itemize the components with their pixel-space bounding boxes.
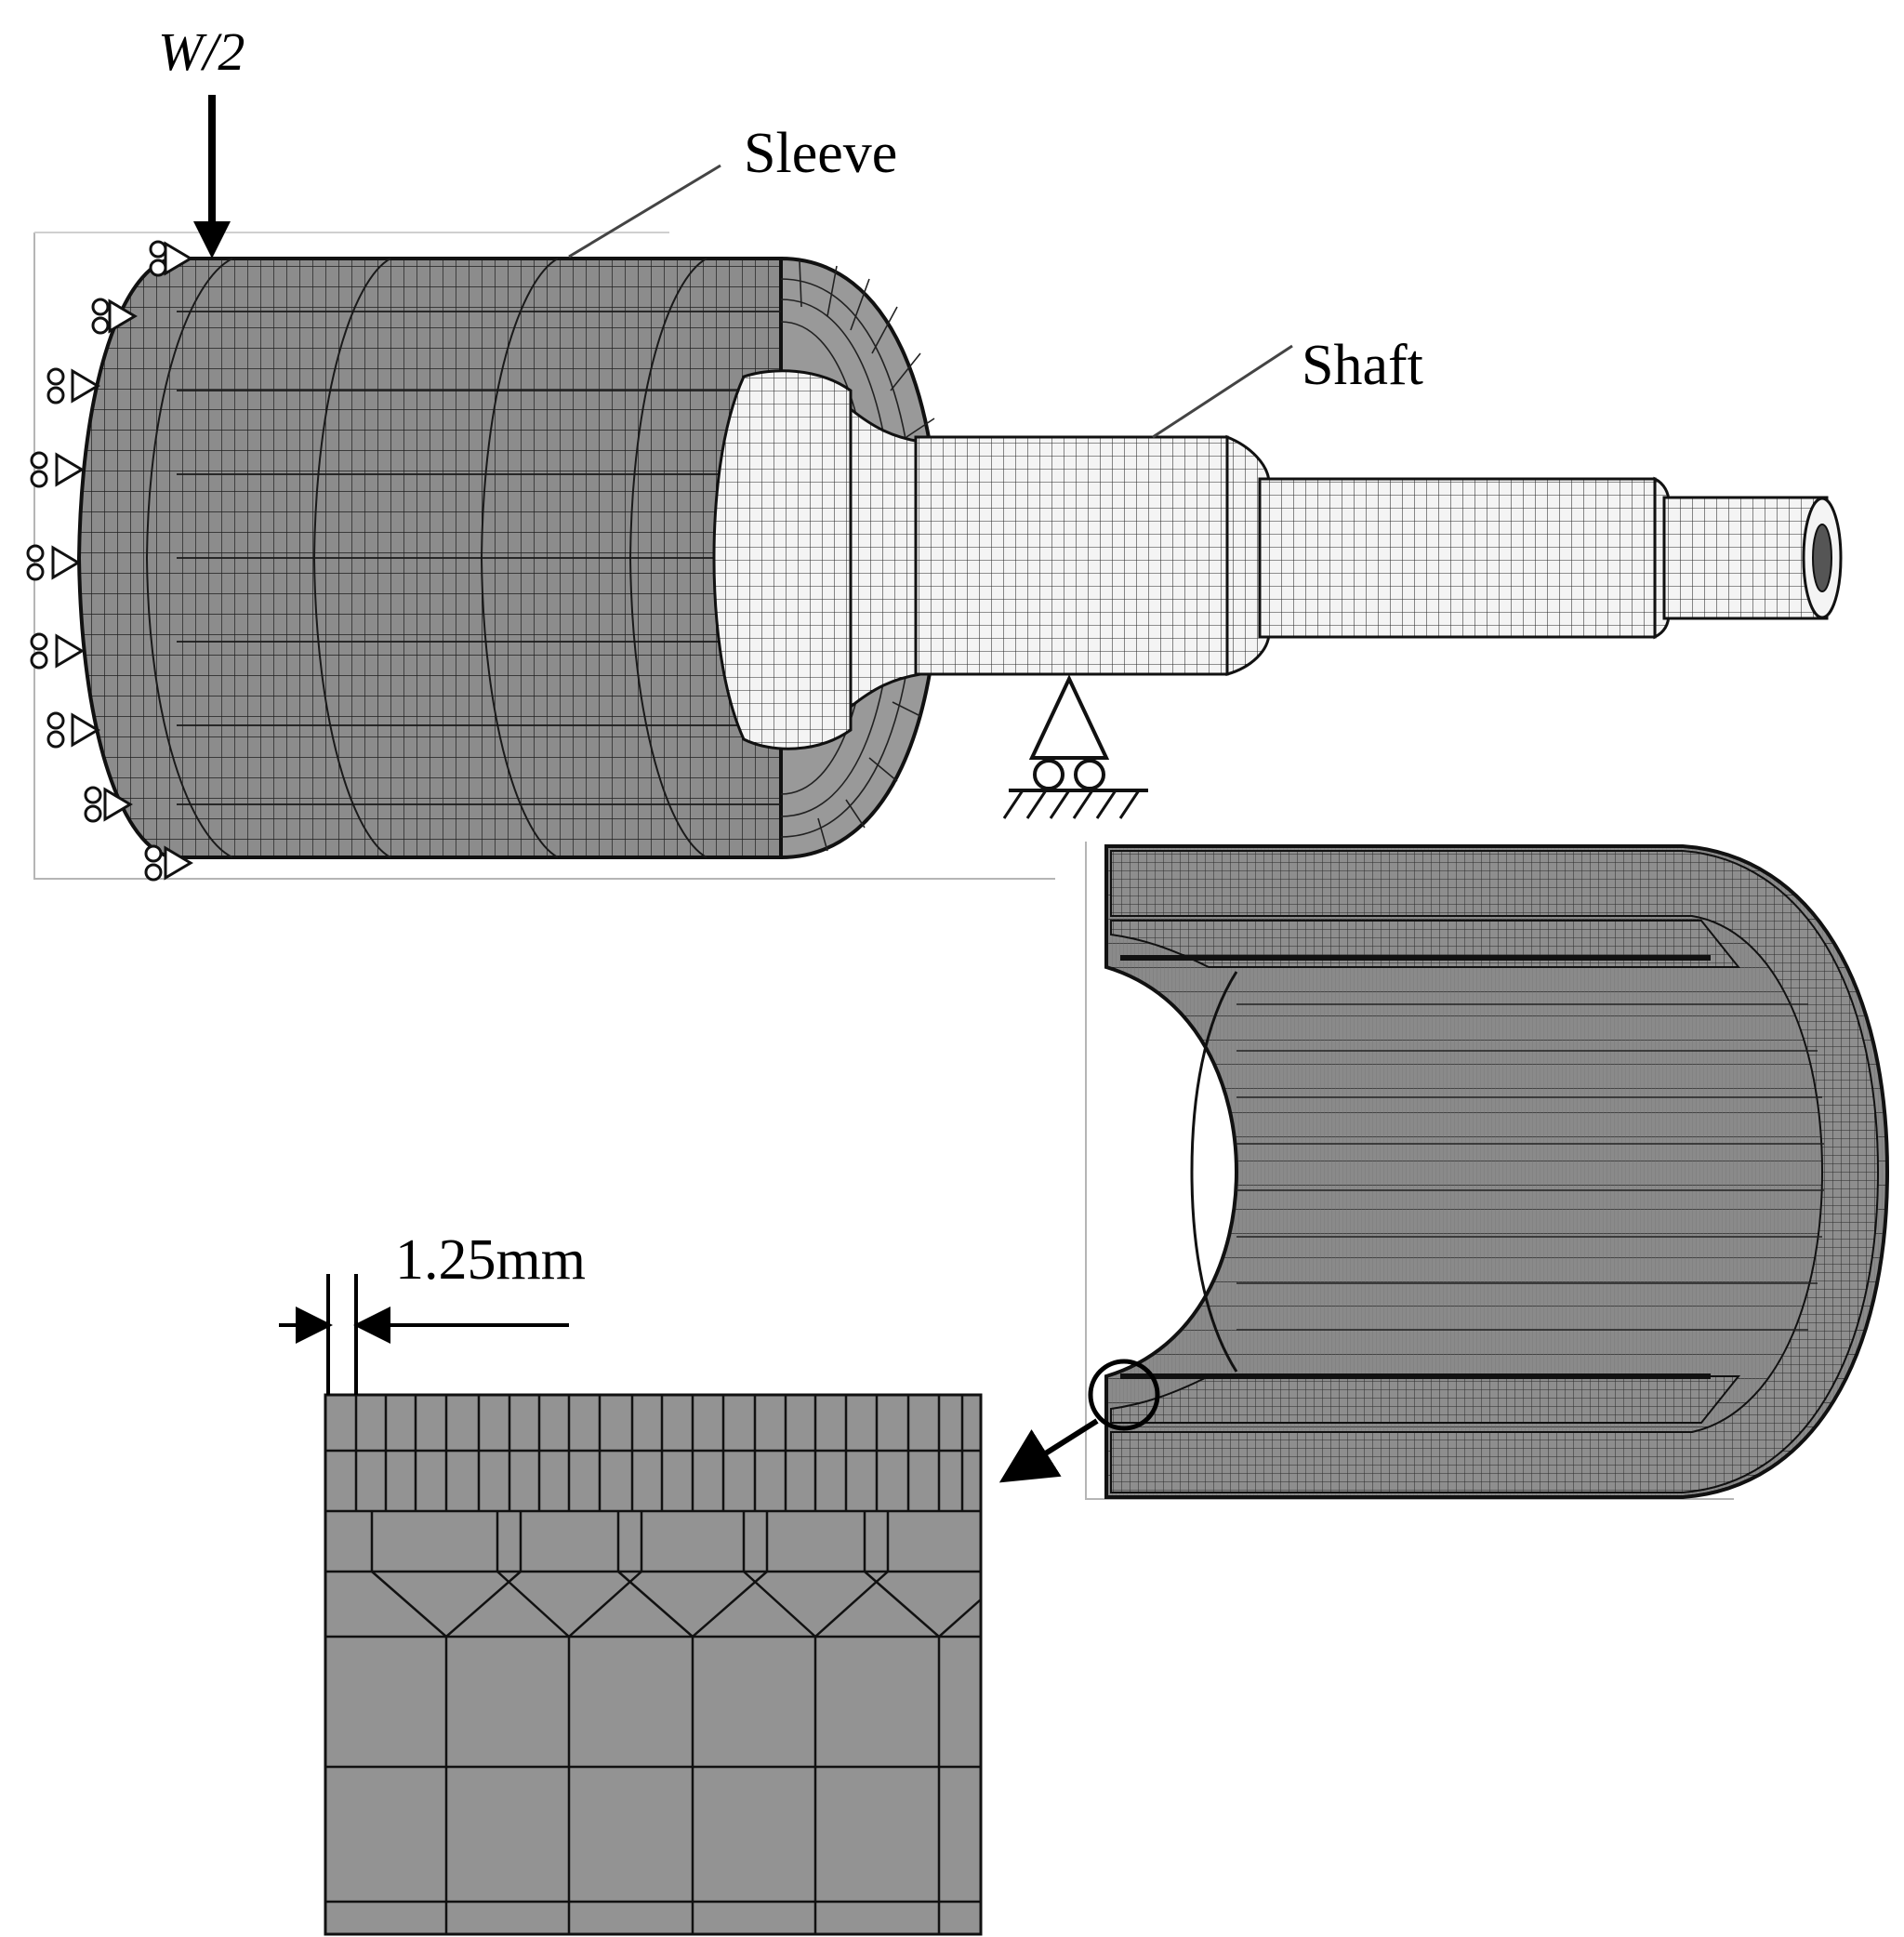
roller-supports-left	[26, 240, 193, 882]
roller-support-icon	[30, 451, 85, 488]
load-label: W/2	[158, 21, 245, 82]
roller-support-icon	[91, 298, 138, 335]
shaft-body	[712, 369, 1843, 750]
fe-model-3d: W/2 Sleeve Shaft	[26, 21, 1843, 882]
load-arrow-icon	[193, 95, 231, 259]
detail-callout-arrow	[998, 1418, 1099, 1483]
detail-callout-circle	[1088, 1359, 1160, 1431]
sleeve-leader-line	[568, 164, 721, 259]
dimension-label: 1.25mm	[395, 1228, 586, 1292]
shaft-leader-line	[1152, 344, 1293, 439]
mesh-zoom-detail: 1.25mm	[279, 1228, 983, 1936]
roller-support-icon	[149, 240, 193, 277]
roller-support-icon	[26, 544, 81, 581]
roller-support-icon	[144, 844, 193, 882]
roller-support-icon	[30, 632, 85, 670]
roller-support-icon	[46, 367, 100, 405]
sleeve-cross-section	[998, 842, 1890, 1500]
dimension-marker	[279, 1274, 569, 1395]
roller-support-icon	[84, 786, 133, 823]
sleeve-label: Sleeve	[744, 122, 897, 185]
roller-support-icon	[46, 711, 100, 749]
shaft-roller-support-icon	[1002, 674, 1148, 819]
shaft-label: Shaft	[1302, 334, 1423, 397]
